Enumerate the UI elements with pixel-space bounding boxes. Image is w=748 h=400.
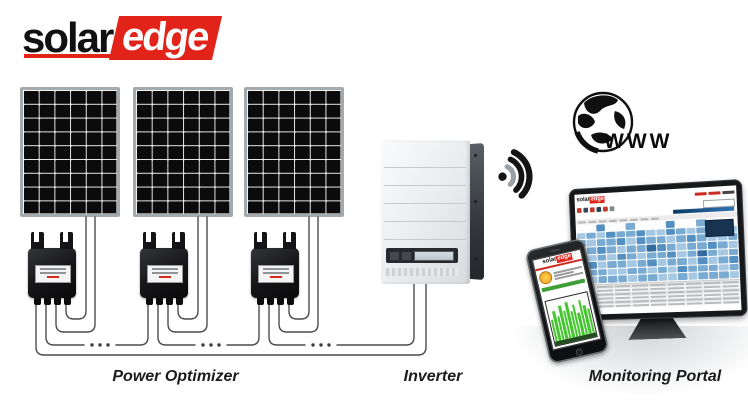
monitoring-portal-caption: Monitoring Portal xyxy=(588,368,722,385)
solar-panel-2 xyxy=(133,87,233,217)
screw-icon xyxy=(474,154,477,157)
inverter-display xyxy=(386,248,458,263)
solar-panel-3 xyxy=(244,87,344,217)
mounting-hook-icon xyxy=(172,232,185,249)
mounting-hook-icon xyxy=(143,232,156,249)
solar-panel-1 xyxy=(20,87,120,217)
inverter-caption: Inverter xyxy=(403,368,463,385)
optimizer-connectors xyxy=(251,298,299,305)
optimizer-label-plate xyxy=(35,265,71,283)
solaredge-logo: solar edge xyxy=(22,14,223,61)
portal-nav-links xyxy=(694,189,735,196)
optimizer-connectors xyxy=(28,298,76,305)
www-label: WWW xyxy=(604,130,673,153)
sun-icon xyxy=(537,269,554,286)
portal-summary-box xyxy=(704,218,735,238)
optimizer-connectors xyxy=(140,298,188,305)
power-optimizer-1 xyxy=(28,232,76,305)
portal-panel-layout-grid xyxy=(575,216,741,285)
power-optimizer-caption: Power Optimizer xyxy=(112,368,239,385)
inverter-unit xyxy=(380,140,484,284)
mounting-hook-icon xyxy=(60,232,73,249)
globe-icon xyxy=(572,91,634,154)
screw-icon xyxy=(474,258,477,261)
inverter-side-panel xyxy=(466,143,484,280)
wifi-signal-icon xyxy=(498,149,533,199)
inverter-front-panel xyxy=(380,140,470,284)
mounting-hook-icon xyxy=(283,232,296,249)
power-optimizer-2 xyxy=(140,232,188,305)
inverter-cooling-fins xyxy=(384,150,466,242)
optimizer-label-plate xyxy=(147,265,183,283)
portal-toolbar-icons xyxy=(576,206,615,214)
logo-solar-text: solar xyxy=(22,14,117,61)
floor-reflection xyxy=(505,326,748,400)
screw-icon xyxy=(474,200,477,203)
home-button xyxy=(574,347,583,356)
power-optimizer-3 xyxy=(251,232,299,305)
app-summary-text xyxy=(553,264,584,280)
phone-speaker xyxy=(550,247,561,252)
inverter-vent xyxy=(386,268,458,276)
mounting-hook-icon xyxy=(31,232,44,249)
mounting-hook-icon xyxy=(254,232,267,249)
inverter-lcd-screen xyxy=(414,250,454,261)
app-production-chart xyxy=(544,291,598,347)
optimizer-label-plate xyxy=(258,265,294,283)
